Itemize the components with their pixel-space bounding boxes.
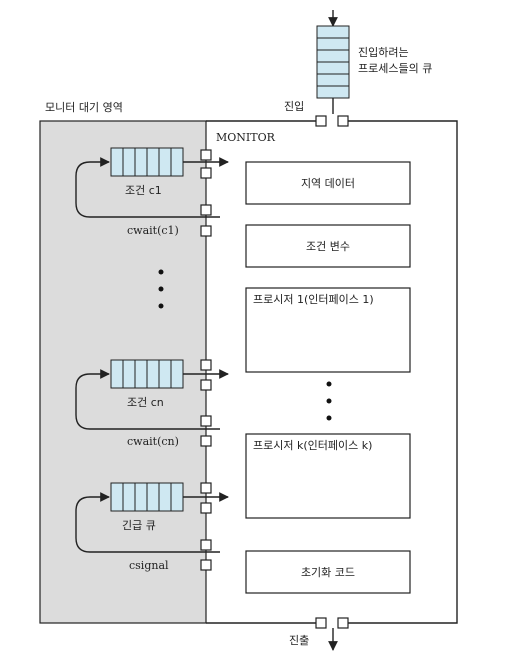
csignal-label: csignal — [129, 559, 169, 572]
condition-cn-queue — [75, 359, 229, 430]
port-urgent-low — [200, 539, 212, 551]
cwait-c1-label: cwait(c1) — [127, 224, 179, 237]
init-code-label: 초기화 코드 — [301, 566, 355, 579]
monitor-outline — [206, 120, 458, 624]
port-cn-mid — [200, 379, 212, 391]
ellipsis-dot — [158, 269, 164, 275]
entry-queue — [316, 10, 350, 114]
port-c1-mid — [200, 167, 212, 179]
port-cn-top — [200, 359, 212, 371]
wait-area-label: 모니터 대기 영역 — [45, 101, 123, 114]
exit-label: 진출 — [289, 634, 309, 647]
procedure-1-box — [245, 287, 411, 373]
port-cn-low — [200, 415, 212, 427]
ellipsis-dot — [158, 303, 164, 309]
condition-c1-label: 조건 c1 — [125, 184, 162, 197]
ellipsis-dot — [326, 415, 332, 421]
ellipsis-dot — [326, 381, 332, 387]
port-csignal — [200, 559, 212, 571]
ellipsis-dot — [158, 286, 164, 292]
exit-port-left — [315, 617, 327, 629]
local-data-label: 지역 데이터 — [301, 177, 355, 190]
port-c1-low — [200, 204, 212, 216]
condition-vars-label: 조건 변수 — [306, 240, 350, 253]
local-data-box — [245, 161, 411, 205]
entry-label: 진입 — [284, 100, 304, 113]
condition-cn-label: 조건 cn — [127, 396, 164, 409]
ellipsis-dot — [326, 398, 332, 404]
monitor-label: MONITOR — [216, 131, 276, 144]
condition-vars-box — [245, 224, 411, 268]
port-urgent-mid — [200, 502, 212, 514]
entry-queue-label-line1: 진입하려는 — [358, 45, 409, 59]
port-urgent-top — [200, 482, 212, 494]
procedure-k-box — [245, 433, 411, 519]
urgent-queue — [75, 482, 229, 553]
condition-c1-queue — [75, 147, 229, 218]
entry-queue-label-line2: 프로세스들의 큐 — [358, 62, 432, 75]
init-code-box — [245, 550, 411, 594]
entry-port-right — [337, 115, 349, 127]
exit-port-right — [337, 617, 349, 629]
cwait-cn-label: cwait(cn) — [127, 435, 179, 448]
entry-port-left — [315, 115, 327, 127]
urgent-queue-label: 긴급 큐 — [122, 519, 156, 532]
procedure-k-label: 프로시저 k(인터페이스 k) — [253, 439, 372, 452]
port-c1-cwait — [200, 225, 212, 237]
port-cn-cwait — [200, 435, 212, 447]
procedure-1-label: 프로시저 1(인터페이스 1) — [253, 293, 374, 306]
port-c1-top — [200, 149, 212, 161]
